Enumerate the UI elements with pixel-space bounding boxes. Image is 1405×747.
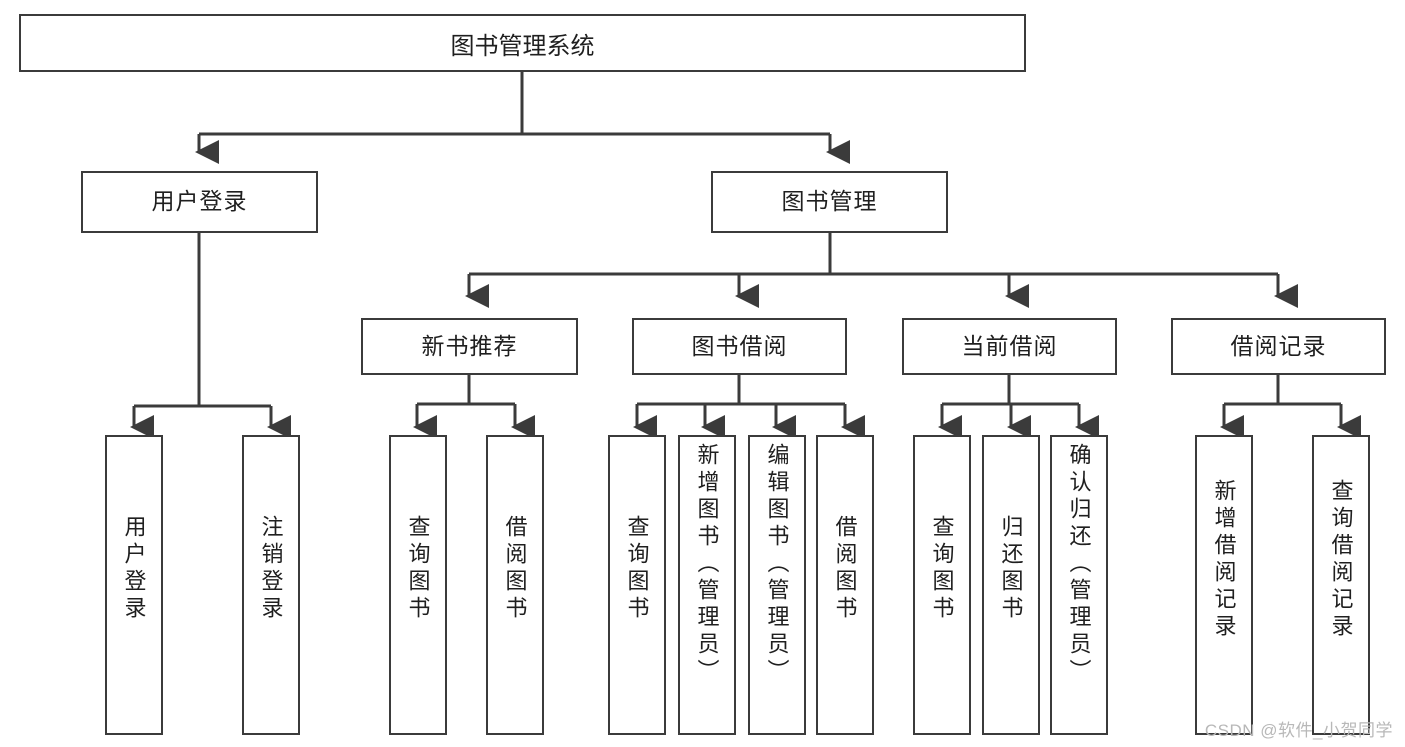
leaf-label: 注销登录	[258, 515, 284, 623]
leaf-user-login-login[interactable]: 用户登录	[105, 435, 163, 735]
node-new-book-recommend[interactable]: 新书推荐	[361, 318, 578, 375]
node-root-system[interactable]: 图书管理系统	[19, 14, 1026, 72]
leaf-label: 编辑图书（管理员）	[764, 443, 790, 686]
node-label: 借阅记录	[1230, 332, 1327, 359]
node-label: 图书借阅	[691, 332, 788, 359]
node-label: 新书推荐	[421, 332, 518, 359]
leaf-label: 新增借阅记录	[1211, 479, 1237, 641]
leaf-label: 借阅图书	[502, 515, 528, 623]
leaf-user-login-logout[interactable]: 注销登录	[242, 435, 300, 735]
leaf-borrow-query-book[interactable]: 查询图书	[608, 435, 666, 735]
leaf-label: 查询图书	[624, 515, 650, 623]
leaf-label: 新增图书（管理员）	[694, 443, 720, 686]
leaf-borrow-borrow-book[interactable]: 借阅图书	[816, 435, 874, 735]
leaf-label: 用户登录	[121, 515, 147, 623]
leaf-current-confirm-return-admin[interactable]: 确认归还（管理员）	[1050, 435, 1108, 735]
leaf-label: 确认归还（管理员）	[1066, 443, 1092, 686]
leaf-label: 查询借阅记录	[1328, 479, 1354, 641]
leaf-current-query-book[interactable]: 查询图书	[913, 435, 971, 735]
leaf-label: 查询图书	[929, 515, 955, 623]
node-book-management[interactable]: 图书管理	[711, 171, 948, 233]
node-label: 图书管理系统	[450, 32, 595, 60]
leaf-label: 查询图书	[405, 515, 431, 623]
leaf-borrow-edit-book-admin[interactable]: 编辑图书（管理员）	[748, 435, 806, 735]
leaf-label: 归还图书	[998, 515, 1024, 623]
node-label: 当前借阅	[961, 332, 1058, 359]
leaf-borrow-add-book-admin[interactable]: 新增图书（管理员）	[678, 435, 736, 735]
leaf-new-book-borrow[interactable]: 借阅图书	[486, 435, 544, 735]
node-book-borrow[interactable]: 图书借阅	[632, 318, 847, 375]
node-label: 用户登录	[151, 188, 248, 215]
node-borrow-record[interactable]: 借阅记录	[1171, 318, 1386, 375]
leaf-new-book-query[interactable]: 查询图书	[389, 435, 447, 735]
leaf-label: 借阅图书	[832, 515, 858, 623]
leaf-current-return-book[interactable]: 归还图书	[982, 435, 1040, 735]
leaf-record-add-record[interactable]: 新增借阅记录	[1195, 435, 1253, 735]
leaf-record-query-record[interactable]: 查询借阅记录	[1312, 435, 1370, 735]
csdn-watermark: CSDN @软件_小贺同学	[1204, 721, 1393, 740]
node-current-borrow[interactable]: 当前借阅	[902, 318, 1117, 375]
node-label: 图书管理	[781, 188, 878, 215]
node-user-login[interactable]: 用户登录	[81, 171, 318, 233]
